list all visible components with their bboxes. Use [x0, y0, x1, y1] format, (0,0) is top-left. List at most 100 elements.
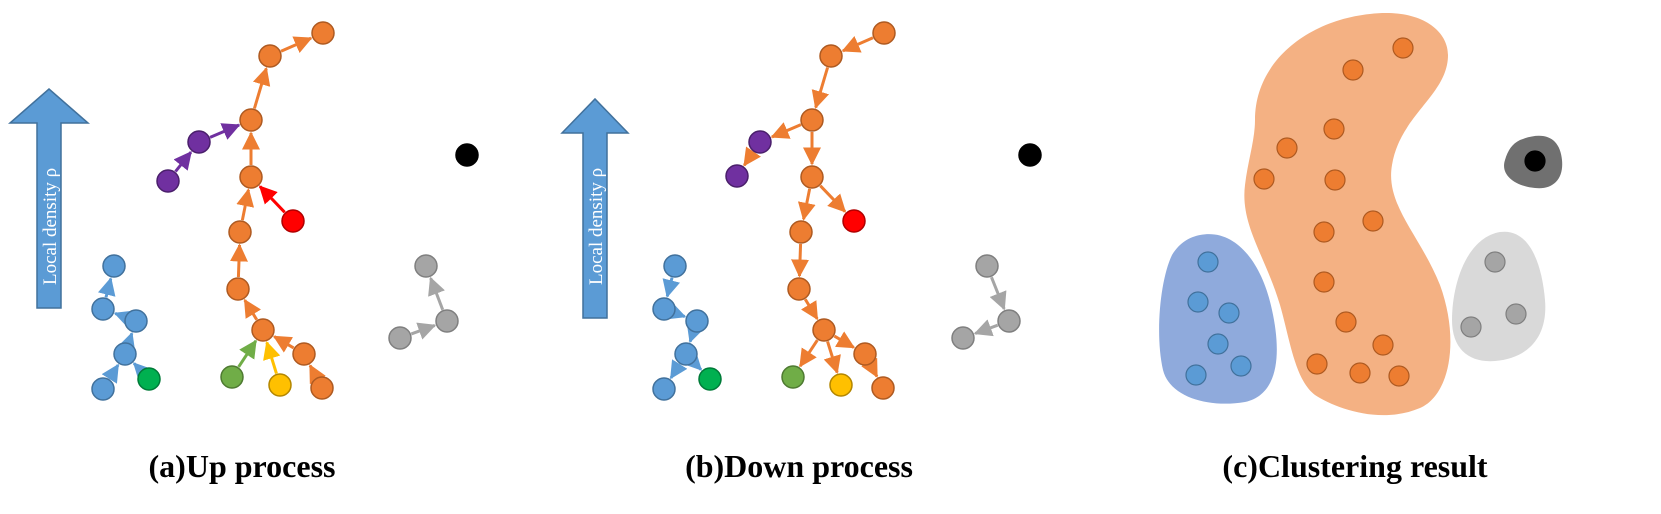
node-b-o9 — [871, 376, 895, 400]
edge-a-p1-o3 — [209, 123, 241, 140]
result-point-gray — [1505, 303, 1527, 325]
edge-a-o3-o2 — [252, 67, 271, 109]
node-a-q1 — [414, 254, 438, 278]
result-point-orange — [1306, 353, 1328, 375]
tree-nodes — [91, 21, 1546, 401]
caption-up-process: (a)Up process — [149, 448, 336, 484]
node-b-k1 — [1018, 143, 1042, 167]
edge-b-o6-o7 — [800, 298, 819, 321]
node-b-b2 — [652, 297, 676, 321]
edge-b-b1-b2 — [662, 277, 681, 298]
node-a-b2 — [91, 297, 115, 321]
result-point-gray — [1484, 251, 1506, 273]
node-b-y1 — [829, 373, 853, 397]
caption-clustering-result: (c)Clustering result — [1222, 448, 1487, 484]
node-a-o4 — [239, 165, 263, 189]
node-a-o6 — [226, 277, 250, 301]
node-b-p2 — [725, 164, 749, 188]
result-point-orange — [1392, 37, 1414, 59]
edge-b-b4-b5 — [669, 359, 688, 380]
density-arrow-label-b: Local density ρ — [586, 168, 607, 285]
node-b-o1 — [872, 21, 896, 45]
node-a-k1 — [455, 143, 479, 167]
node-a-o5 — [228, 220, 252, 244]
edge-a-o6-o5 — [229, 243, 248, 278]
node-a-b3 — [124, 309, 148, 333]
node-a-o3 — [239, 108, 263, 132]
edge-b-o1-o2 — [841, 36, 874, 53]
result-point-orange — [1324, 169, 1346, 191]
edge-b-b3-b4 — [686, 323, 704, 344]
density-arrow-panel-a: Local density ρ — [7, 88, 91, 309]
edge-b-o3-p1 — [770, 122, 802, 139]
node-a-p1 — [187, 130, 211, 154]
edge-a-o7-o6 — [243, 298, 262, 321]
edge-a-o5-o4 — [236, 188, 255, 221]
edge-a-g1-o7 — [237, 339, 258, 368]
node-b-b5 — [652, 377, 676, 401]
region-gray-cluster — [1452, 231, 1546, 362]
node-a-b1 — [102, 254, 126, 278]
edge-b-o4-r1 — [819, 184, 847, 213]
edge-b-o7-g1 — [798, 339, 819, 368]
edge-a-y1-o7 — [263, 340, 281, 374]
node-b-r1 — [842, 209, 866, 233]
edge-a-b5-b4 — [101, 363, 120, 384]
node-b-o3 — [800, 108, 824, 132]
node-a-p2 — [156, 169, 180, 193]
edge-b-o8-o9 — [861, 357, 879, 378]
result-point-gray — [1460, 316, 1482, 338]
edge-a-gd-b4 — [132, 362, 152, 382]
edge-b-o2-o3 — [811, 67, 830, 109]
edge-a-q2-q1 — [428, 276, 445, 311]
node-b-o8 — [853, 342, 877, 366]
edge-b-o7-y1 — [823, 341, 841, 375]
node-a-q3 — [388, 326, 412, 350]
edge-a-o2-o1 — [280, 36, 313, 53]
result-point-orange — [1335, 311, 1357, 333]
node-a-o9 — [310, 376, 334, 400]
result-point-blue — [1218, 302, 1240, 324]
edge-a-b2-b1 — [97, 277, 116, 298]
result-point-blue — [1197, 251, 1219, 273]
result-point-orange — [1313, 271, 1335, 293]
region-orange-cluster — [1244, 13, 1451, 416]
node-b-o5 — [789, 220, 813, 244]
edge-a-b4-b3 — [118, 331, 136, 352]
edge-b-q1-q2 — [989, 276, 1007, 311]
result-point-orange — [1362, 210, 1384, 232]
node-b-b4 — [674, 342, 698, 366]
edge-a-r1-o4 — [258, 185, 286, 214]
node-b-q3 — [951, 326, 975, 350]
node-a-b4 — [113, 342, 137, 366]
node-b-b3 — [685, 309, 709, 333]
node-b-q1 — [975, 254, 999, 278]
edge-b-b4-gd — [683, 351, 703, 371]
edge-a-b3-b2 — [113, 310, 134, 328]
node-a-q2 — [435, 309, 459, 333]
result-point-blue — [1185, 364, 1207, 386]
tree-edges — [97, 36, 1007, 385]
edge-b-o5-o6 — [791, 243, 810, 278]
node-a-r1 — [281, 209, 305, 233]
result-point-orange — [1388, 365, 1410, 387]
node-a-o2 — [258, 44, 282, 68]
edge-b-o7-o8 — [833, 331, 856, 349]
result-point-black — [1524, 150, 1546, 172]
edge-a-p2-p1 — [173, 151, 193, 173]
node-a-b5 — [91, 377, 115, 401]
node-b-q2 — [997, 309, 1021, 333]
edge-a-o8-o7 — [272, 335, 295, 353]
result-point-orange — [1342, 59, 1364, 81]
result-point-orange — [1323, 118, 1345, 140]
node-a-o8 — [292, 342, 316, 366]
result-point-blue — [1207, 333, 1229, 355]
node-a-o1 — [311, 21, 335, 45]
node-a-o7 — [251, 318, 275, 342]
edge-b-p1-p2 — [743, 146, 761, 167]
node-b-p1 — [748, 130, 772, 154]
density-arrow-label-a: Local density ρ — [40, 168, 61, 285]
result-point-orange — [1313, 221, 1335, 243]
result-point-blue — [1187, 291, 1209, 313]
